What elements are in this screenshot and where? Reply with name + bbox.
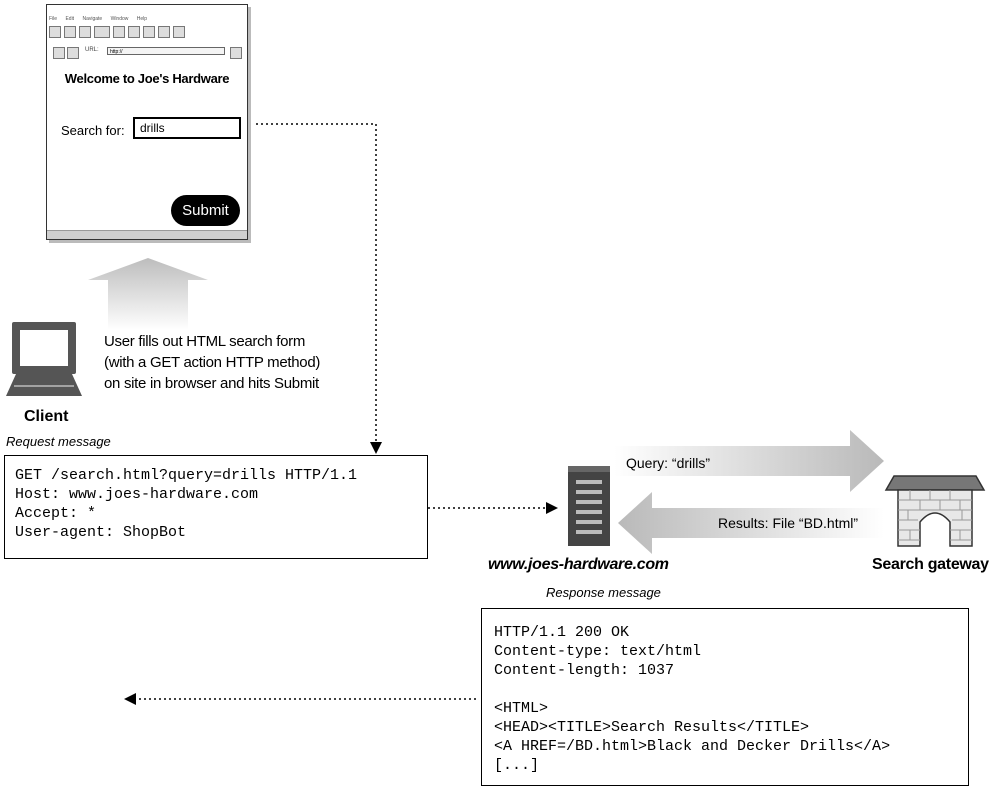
search-gateway-icon [884, 475, 986, 547]
home-icon[interactable] [79, 26, 91, 38]
nav-back-icon[interactable] [53, 47, 65, 59]
browser-toolbar [49, 25, 244, 39]
response-message-label: Response message [546, 585, 661, 600]
submit-button[interactable]: Submit [171, 195, 240, 226]
search-input[interactable]: drills [133, 117, 241, 139]
menu-edit[interactable]: Edit [65, 16, 75, 22]
images-icon[interactable] [113, 26, 125, 38]
browser-statusbar [47, 230, 247, 239]
server-label: www.joes-hardware.com [488, 556, 669, 573]
user-action-caption: User fills out HTML search form (with a … [104, 331, 364, 394]
response-line: <A HREF=/BD.html>Black and Decker Drills… [494, 738, 891, 755]
page-heading: Welcome to Joe's Hardware [64, 71, 230, 86]
go-icon[interactable] [230, 47, 242, 59]
nav-forward-icon[interactable] [67, 47, 79, 59]
menu-window[interactable]: Window [110, 16, 129, 22]
request-line: Host: www.joes-hardware.com [15, 486, 259, 503]
response-line: HTTP/1.1 200 OK [494, 624, 630, 641]
client-computer-icon [6, 322, 82, 396]
request-line: GET /search.html?query=drills HTTP/1.1 [15, 467, 358, 484]
response-line [494, 680, 968, 699]
response-line: Content-type: text/html [494, 643, 702, 660]
query-arrow [614, 430, 884, 492]
url-label: URL: [85, 47, 99, 53]
response-line: Content-length: 1037 [494, 662, 675, 679]
url-field[interactable]: http:// [107, 47, 225, 55]
caption-line: (with a GET action HTTP method) [104, 354, 321, 371]
open-icon[interactable] [128, 26, 140, 38]
results-label: Results: File “BD.html” [718, 515, 859, 531]
results-arrow [618, 492, 884, 554]
menu-help[interactable]: Help [136, 16, 148, 22]
menu-file[interactable]: File [49, 16, 58, 22]
response-line: <HTML> [494, 700, 549, 717]
request-line: Accept: * [15, 505, 97, 522]
request-line: User-agent: ShopBot [15, 524, 187, 541]
reload-icon[interactable] [94, 26, 110, 38]
client-label: Client [24, 408, 69, 425]
caption-line: User fills out HTML search form [104, 333, 306, 350]
browser-window: File Edit Navigate Window Help URL: http… [46, 4, 248, 240]
response-message-box: HTTP/1.1 200 OK Content-type: text/html … [481, 608, 969, 786]
search-label: Search for: [61, 123, 125, 138]
gateway-label: Search gateway [872, 556, 989, 573]
print-icon[interactable] [143, 26, 155, 38]
response-line: <HEAD><TITLE>Search Results</TITLE> [494, 719, 810, 736]
server-icon [568, 466, 610, 546]
query-label: Query: “drills” [626, 455, 711, 471]
menu-navigate[interactable]: Navigate [82, 16, 103, 22]
request-message-box: GET /search.html?query=drills HTTP/1.1 H… [4, 455, 428, 559]
request-message-label: Request message [6, 434, 111, 449]
caption-line: on site in browser and hits Submit [104, 375, 319, 392]
stop-icon[interactable] [173, 26, 185, 38]
forward-icon[interactable] [64, 26, 76, 38]
find-icon[interactable] [158, 26, 170, 38]
request-dotted-connector [256, 123, 377, 444]
submit-up-arrow [88, 258, 208, 330]
back-icon[interactable] [49, 26, 61, 38]
response-line: [...] [494, 757, 540, 774]
browser-urlbar: URL: http:// [49, 45, 244, 59]
browser-menubar: File Edit Navigate Window Help [49, 15, 244, 23]
